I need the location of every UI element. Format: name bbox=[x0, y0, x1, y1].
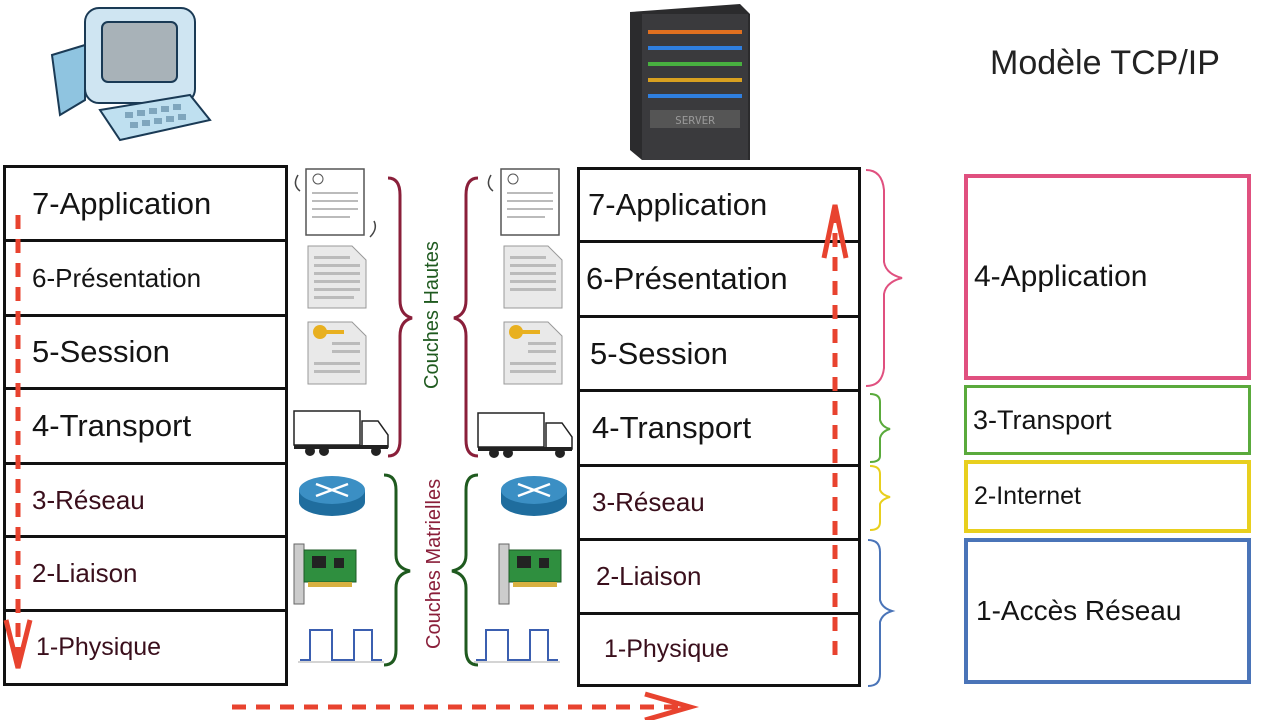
document-icon bbox=[487, 168, 560, 236]
tcp-layer-application: 4-Application bbox=[964, 174, 1251, 380]
left-layer-liaison: 2-Liaison bbox=[6, 538, 285, 612]
signal-wave-icon bbox=[298, 629, 384, 663]
tcp-layer-internet: 2-Internet bbox=[964, 460, 1251, 533]
right-layer-application: 7-Application bbox=[580, 170, 858, 243]
data-file-icon bbox=[503, 245, 563, 309]
signal-wave-icon bbox=[474, 629, 560, 663]
left-layer-session: 5-Session bbox=[6, 317, 285, 390]
tcp-brace-transport bbox=[869, 393, 891, 463]
left-layer-transport: 4-Transport bbox=[6, 390, 285, 465]
right-layer-transport: 4-Transport bbox=[580, 392, 858, 467]
lower-group-label: Couches Matrielles bbox=[423, 478, 445, 649]
right-layer-presentation: 6-Présentation bbox=[580, 243, 858, 318]
left-layer-presentation: 6-Présentation bbox=[6, 242, 285, 317]
router-icon bbox=[299, 476, 365, 516]
router-icon bbox=[501, 476, 567, 516]
left-layer-reseau: 3-Réseau bbox=[6, 465, 285, 538]
key-file-icon bbox=[307, 321, 367, 385]
computer-icon bbox=[50, 7, 212, 142]
network-card-icon bbox=[498, 543, 562, 605]
right-layer-liaison: 2-Liaison bbox=[580, 541, 858, 615]
across-arrow-head bbox=[644, 691, 700, 720]
upper-group-label: Couches Hautes bbox=[421, 241, 443, 389]
network-card-icon bbox=[293, 543, 357, 605]
svg-text:SERVER: SERVER bbox=[675, 114, 715, 127]
tcp-layer-acces-reseau: 1-Accès Réseau bbox=[964, 538, 1251, 684]
server-icon: SERVER bbox=[630, 4, 750, 160]
truck-icon bbox=[293, 410, 389, 456]
right-layer-reseau: 3-Réseau bbox=[580, 467, 858, 541]
truck-icon bbox=[477, 412, 573, 458]
model-title: Modèle TCP/IP bbox=[990, 44, 1220, 82]
tcp-layer-transport: 3-Transport bbox=[964, 385, 1251, 455]
data-file-icon bbox=[307, 245, 367, 309]
key-file-icon bbox=[503, 321, 563, 385]
right-layer-physique: 1-Physique bbox=[604, 635, 730, 663]
left-layer-physique: 1-Physique bbox=[36, 633, 162, 661]
right-layer-session: 5-Session bbox=[580, 318, 858, 392]
osi-stack-right: 7-Application 6-Présentation 5-Session 4… bbox=[577, 167, 861, 687]
lower-brace-left bbox=[383, 473, 411, 667]
osi-stack-left: 7-Application 6-Présentation 5-Session 4… bbox=[3, 165, 288, 686]
document-icon bbox=[294, 168, 377, 238]
tcp-brace-acces bbox=[867, 539, 896, 687]
tcp-brace-application bbox=[865, 169, 903, 387]
left-layer-application: 7-Application bbox=[6, 168, 285, 242]
tcp-brace-internet bbox=[869, 465, 891, 531]
